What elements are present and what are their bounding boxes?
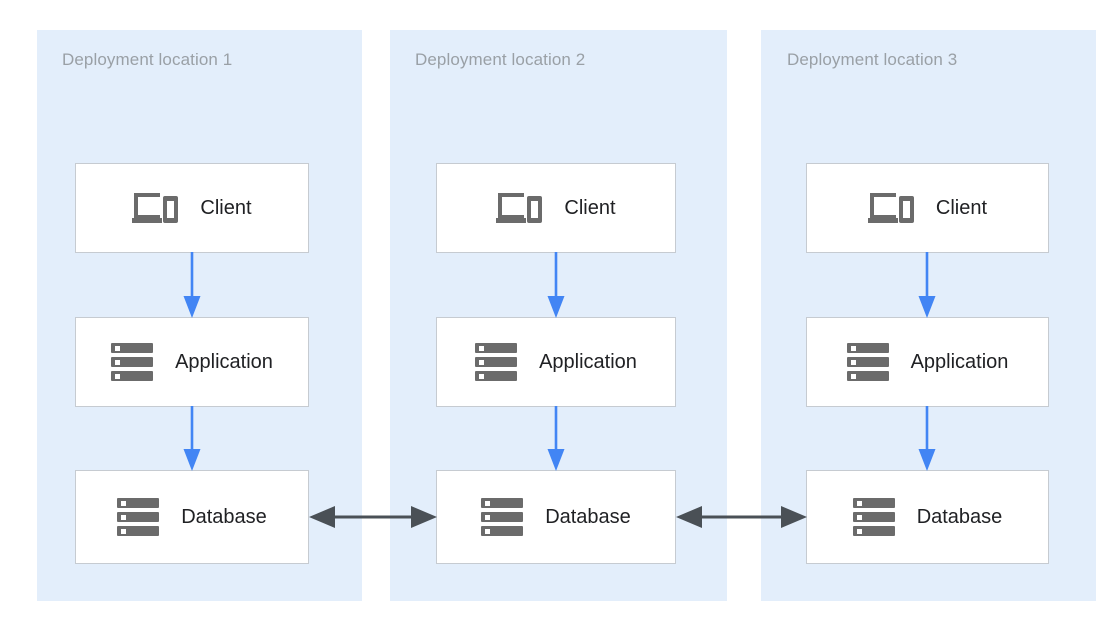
storage-icon (475, 343, 518, 381)
devices-icon (867, 193, 914, 223)
node-database-2[interactable]: Database (436, 470, 676, 564)
storage-icon (111, 343, 154, 381)
node-label-application-3: Application (910, 350, 1009, 373)
arrow-database-2-to-database-3 (676, 506, 807, 528)
node-application-3[interactable]: Application (806, 317, 1049, 407)
devices-icon (132, 193, 179, 223)
arrow-client-1-to-application-1 (183, 252, 201, 318)
panel-title-3: Deployment location 3 (787, 50, 958, 69)
storage-icon (481, 498, 524, 536)
arrow-client-3-to-application-3 (918, 252, 936, 318)
node-database-3[interactable]: Database (806, 470, 1049, 564)
arrow-application-1-to-database-1 (183, 406, 201, 471)
arrow-application-2-to-database-2 (547, 406, 565, 471)
node-label-application-2: Application (539, 350, 637, 373)
node-label-client-3: Client (935, 196, 988, 219)
node-application-2[interactable]: Application (436, 317, 676, 407)
node-label-application-1: Application (175, 350, 273, 373)
panel-title-2: Deployment location 2 (415, 50, 586, 69)
node-client-1[interactable]: Client (75, 163, 309, 253)
storage-icon (846, 343, 889, 381)
storage-icon (117, 498, 160, 536)
node-application-1[interactable]: Application (75, 317, 309, 407)
arrow-application-3-to-database-3 (918, 406, 936, 471)
devices-icon (496, 193, 543, 223)
node-label-database-2: Database (545, 505, 631, 528)
node-label-client-1: Client (200, 196, 252, 219)
arrow-client-2-to-application-2 (547, 252, 565, 318)
node-label-database-1: Database (181, 505, 267, 528)
node-database-1[interactable]: Database (75, 470, 309, 564)
node-client-2[interactable]: Client (436, 163, 676, 253)
storage-icon (852, 498, 895, 536)
node-label-client-2: Client (564, 196, 616, 219)
panel-title-1: Deployment location 1 (62, 50, 233, 69)
node-client-3[interactable]: Client (806, 163, 1049, 253)
node-label-database-3: Database (916, 505, 1003, 528)
arrow-database-1-to-database-2 (309, 506, 437, 528)
